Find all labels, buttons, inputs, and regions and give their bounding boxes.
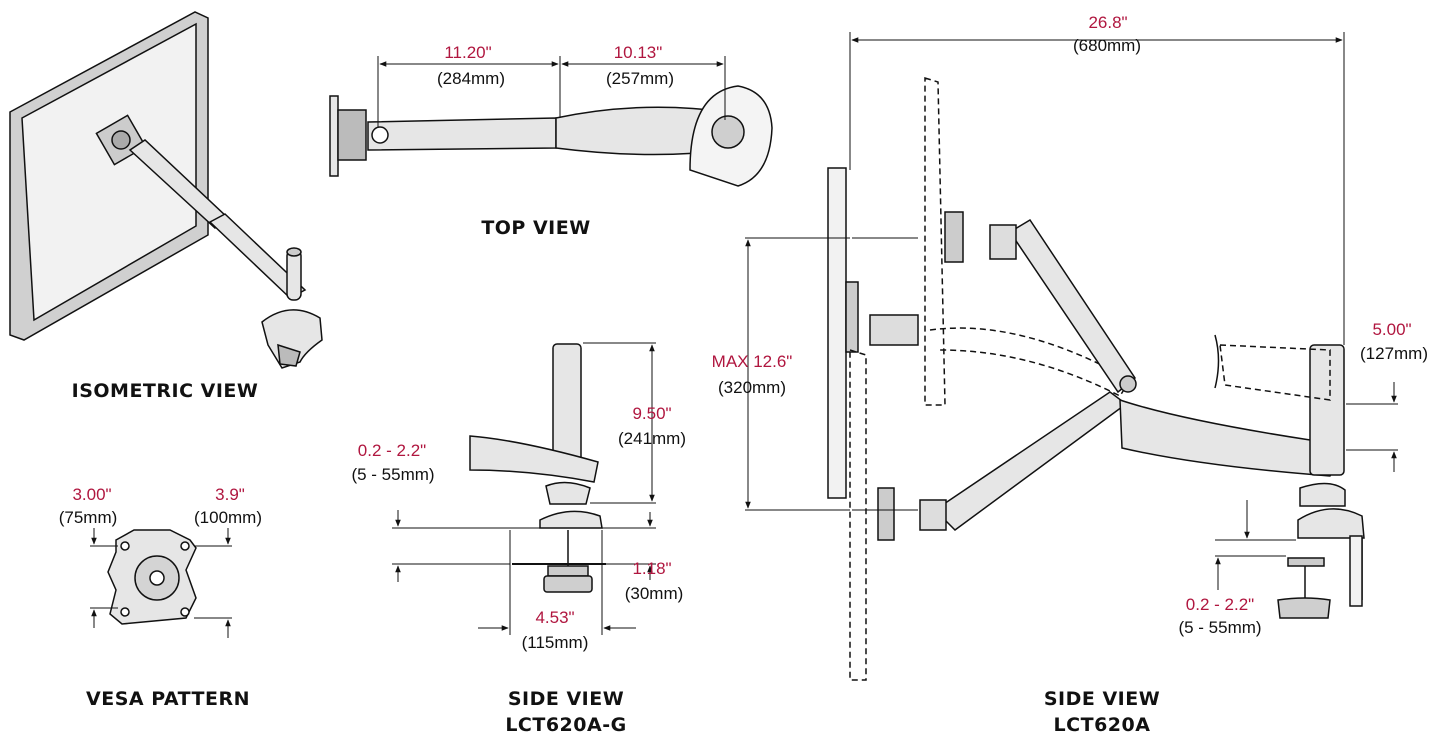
top-arm2-inches: 10.13" — [613, 43, 663, 62]
vesa-large-mm: (100mm) — [193, 508, 263, 527]
side-g-illustration — [469, 343, 606, 593]
vesa-plate-illustration — [107, 529, 197, 625]
top-arm1-mm: (284mm) — [436, 69, 506, 88]
vesa-small-mm: (75mm) — [58, 508, 118, 527]
side-g-pole-inches: 9.50" — [632, 404, 672, 423]
top-view-title: TOP VIEW — [481, 217, 591, 239]
vesa-dimensions — [90, 528, 232, 638]
isometric-view-title: ISOMETRIC VIEW — [71, 380, 259, 402]
side-a-height-inches: MAX 12.6" — [711, 352, 793, 371]
top-view-illustration — [329, 85, 773, 187]
side-a-desk-mm: (5 - 55mm) — [1178, 618, 1262, 637]
top-view-dimensions — [377, 56, 726, 128]
side-a-reach-mm: (680mm) — [1072, 36, 1142, 55]
side-a-illustration — [745, 32, 1398, 681]
side-a-offset-mm: (127mm) — [1359, 344, 1429, 363]
side-a-offset-inches: 5.00" — [1372, 320, 1412, 339]
side-g-base-inches: 4.53" — [535, 608, 575, 627]
side-a-height-mm: (320mm) — [717, 378, 787, 397]
side-g-clamp-inches: 1.18" — [632, 559, 672, 578]
isometric-illustration — [9, 11, 323, 369]
vesa-large-inches: 3.9" — [215, 485, 245, 504]
side-view-a-title-line2: LCT620A — [1053, 714, 1151, 736]
side-a-desk-inches: 0.2 - 2.2" — [1185, 595, 1255, 614]
side-g-desk-mm: (5 - 55mm) — [351, 465, 435, 484]
vesa-small-inches: 3.00" — [72, 485, 112, 504]
top-arm1-inches: 11.20" — [444, 43, 492, 62]
side-g-desk-inches: 0.2 - 2.2" — [357, 441, 427, 460]
top-arm2-mm: (257mm) — [605, 69, 675, 88]
side-g-clamp-mm: (30mm) — [624, 584, 684, 603]
side-g-base-mm: (115mm) — [521, 633, 589, 652]
vesa-pattern-title: VESA PATTERN — [86, 688, 250, 710]
side-view-a-title-line1: SIDE VIEW — [1043, 688, 1161, 710]
side-view-g-title-line1: SIDE VIEW — [507, 688, 625, 710]
side-g-dimensions — [392, 342, 656, 635]
side-g-pole-mm: (241mm) — [617, 429, 687, 448]
side-a-reach-inches: 26.8" — [1088, 13, 1128, 32]
side-view-g-title-line2: LCT620A-G — [505, 714, 627, 736]
